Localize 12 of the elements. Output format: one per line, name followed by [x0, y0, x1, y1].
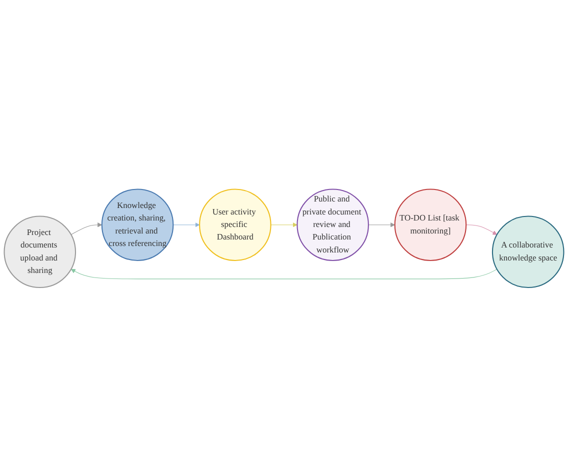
arrow — [466, 224, 498, 234]
node-circle: TO-DO List [task monitoring] — [394, 188, 467, 261]
node-circle: Knowledge creation, sharing, retrieval and cross referencing — [101, 188, 174, 261]
node-circle: A collaborative knowledge space — [492, 215, 564, 288]
node-circle: Public and private document review and Publication workflow — [296, 188, 369, 261]
arrow — [270, 222, 298, 227]
arrow — [172, 222, 200, 227]
node-circle: Project documents upload and sharing — [4, 215, 76, 288]
node-circle: User activity specific Dashboard — [199, 188, 272, 261]
arrow — [70, 222, 102, 235]
arrow — [368, 222, 396, 227]
arrow — [70, 268, 498, 279]
